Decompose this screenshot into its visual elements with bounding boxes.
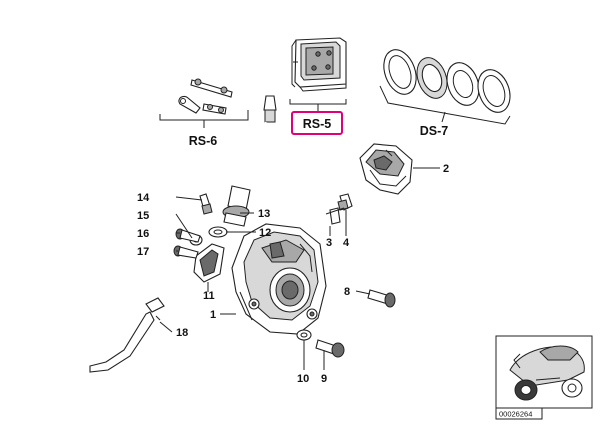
callout-14[interactable]: 14 bbox=[137, 192, 150, 204]
callout-16[interactable]: 16 bbox=[137, 228, 149, 240]
rs6-small-parts[interactable] bbox=[178, 78, 233, 115]
screw-17[interactable] bbox=[173, 245, 199, 259]
callout-18[interactable]: 18 bbox=[176, 327, 188, 339]
bolt-9[interactable] bbox=[315, 339, 345, 358]
callout-8[interactable]: 8 bbox=[344, 286, 350, 298]
caliper-upper-part[interactable] bbox=[359, 143, 413, 195]
rs5-highlight-box[interactable] bbox=[291, 111, 343, 135]
group-label-rs6: RS-6 bbox=[189, 134, 218, 148]
ds7-group-bracket: DS-7 bbox=[379, 85, 511, 138]
callout-9[interactable]: 9 bbox=[321, 373, 327, 385]
thumbnail-ref-number: 00026264 bbox=[499, 410, 532, 419]
leader-lines bbox=[159, 167, 440, 370]
bolt-14[interactable] bbox=[199, 193, 213, 215]
callout-2[interactable]: 2 bbox=[443, 163, 449, 175]
callout-10[interactable]: 10 bbox=[297, 373, 309, 385]
callout-11[interactable]: 11 bbox=[203, 290, 215, 302]
screw-16[interactable] bbox=[175, 228, 201, 243]
bolt-8[interactable] bbox=[367, 289, 396, 308]
callout-12[interactable]: 12 bbox=[259, 227, 271, 239]
washer-10[interactable] bbox=[296, 329, 312, 341]
brake-caliper-body[interactable] bbox=[231, 223, 327, 335]
rs6-group-bracket: RS-6 bbox=[159, 110, 249, 148]
group-label-ds7: DS-7 bbox=[420, 124, 449, 138]
callout-3[interactable]: 3 bbox=[326, 237, 332, 249]
brake-pads[interactable] bbox=[291, 37, 347, 92]
callout-13[interactable]: 13 bbox=[258, 208, 270, 220]
group-label-rs5: RS-5 bbox=[303, 117, 332, 131]
callout-15[interactable]: 15 bbox=[137, 210, 149, 222]
cable-tie[interactable] bbox=[89, 297, 165, 373]
callout-4[interactable]: 4 bbox=[343, 237, 350, 249]
callout-1[interactable]: 1 bbox=[210, 309, 216, 321]
rs5-group-bracket: RS-5 bbox=[289, 99, 347, 135]
wear-sensor-cable[interactable] bbox=[222, 95, 277, 227]
washer-12[interactable] bbox=[208, 226, 228, 238]
seal-rings[interactable] bbox=[378, 45, 516, 117]
callout-17[interactable]: 17 bbox=[137, 246, 149, 258]
callout-labels: 2 14 15 16 17 13 12 11 1 3 4 8 10 9 18 bbox=[137, 163, 449, 385]
pad-retainer-bracket[interactable] bbox=[193, 243, 225, 283]
motorcycle-thumbnail[interactable]: 00026264 bbox=[495, 335, 593, 420]
bleed-valve[interactable] bbox=[325, 193, 353, 225]
